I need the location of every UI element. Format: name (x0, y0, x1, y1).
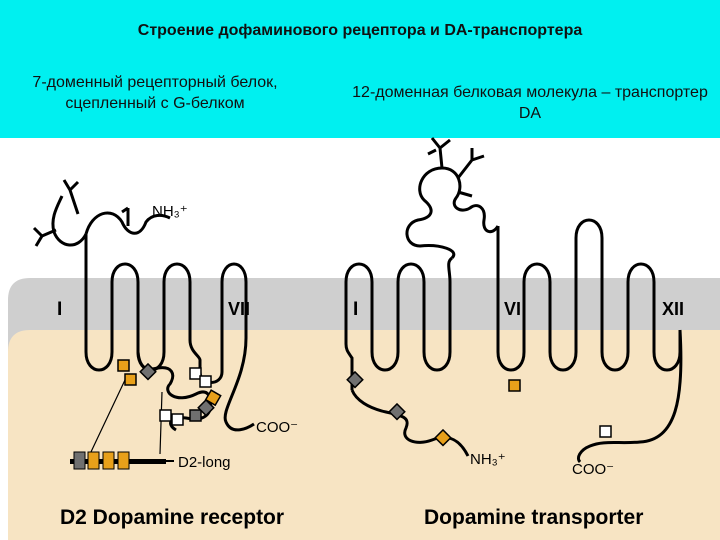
receptor-helices-v-vii (188, 262, 248, 384)
transporter-c-terminus-label: COO⁻ (572, 461, 614, 478)
receptor-caption: D2 Dopamine receptor (60, 506, 284, 529)
transporter-helices-i-v (344, 256, 454, 390)
phosphorylation-site (117, 359, 130, 372)
transporter-n-terminus-label: NH₃⁺ (470, 451, 506, 468)
glycosylation-branch (456, 148, 485, 179)
transporter-helices-vi-xii (496, 218, 682, 372)
glycosylation-branch (457, 190, 473, 198)
phosphorylation-site (346, 370, 364, 389)
transporter-domain-label-middle: VI (504, 299, 521, 319)
phosphorylation-site (189, 367, 202, 380)
receptor-domain-label-last: VII (228, 299, 250, 319)
dopamine-transporter (344, 137, 683, 464)
d2-long-inset (70, 451, 174, 470)
inset-site (87, 451, 100, 470)
phosphorylation-site (159, 409, 172, 422)
receptor-helices-i-iv (84, 234, 192, 372)
inset-pointer-lines (89, 379, 163, 455)
glycosylation-branch (62, 179, 80, 215)
glycosylation-branch (32, 226, 57, 247)
phosphorylation-site (197, 398, 215, 417)
receptor-subtitle: 7-доменный рецепторный белок, сцепленный… (32, 74, 278, 112)
receptor-c-terminal-chain (223, 337, 255, 432)
d2-long-label: D2-long (178, 454, 231, 471)
receptor-c-terminus-label: COO⁻ (256, 419, 298, 436)
header-banner: Строение дофаминового рецептора и DA-тра… (0, 0, 720, 138)
inset-site (102, 451, 115, 470)
phosphorylation-site (199, 375, 212, 388)
phosphorylation-site (508, 379, 521, 392)
transporter-domain-label-first: I (353, 299, 358, 320)
phosphorylation-site (388, 402, 406, 421)
phosphorylation-site (204, 389, 222, 407)
transporter-subtitle: 12-доменная белковая молекула – транспор… (352, 84, 708, 122)
receptor-domain-label-first: I (57, 299, 62, 320)
transporter-caption: Dopamine transporter (424, 506, 643, 529)
phosphorylation-site (139, 362, 157, 381)
d2-receptor (32, 179, 255, 455)
inset-site (73, 451, 86, 470)
receptor-extracellular-loop (84, 211, 171, 235)
inset-site (117, 451, 130, 470)
third-intracellular-loop (136, 351, 212, 432)
transporter-sites (346, 370, 612, 447)
glycosylation-branch (427, 137, 451, 169)
transporter-c-terminal-chain (576, 329, 683, 464)
glycosylation-branch (121, 206, 130, 226)
cytoplasm (8, 330, 720, 540)
receptor-n-terminus-label: NH₃⁺ (152, 203, 188, 220)
phosphorylation-site (599, 425, 612, 438)
phosphorylation-site (124, 373, 137, 386)
transporter-domain-label-last: XII (662, 299, 684, 319)
phosphorylation-site (434, 428, 452, 447)
phosphorylation-site (189, 409, 202, 422)
slide-title: Строение дофаминового рецептора и DA-тра… (137, 22, 583, 39)
phosphorylation-site (171, 413, 184, 426)
receptor-sites (117, 359, 222, 426)
